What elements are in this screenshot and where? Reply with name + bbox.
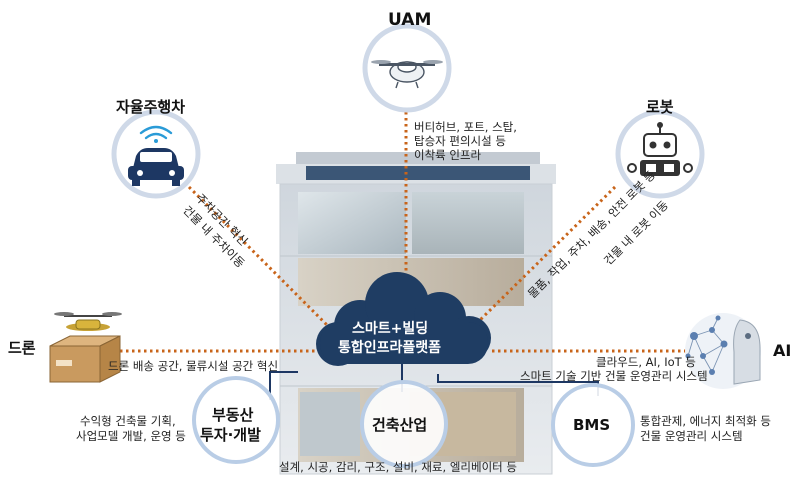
desc-uam-line3: 이착륙 인프라 [414,148,482,162]
uam-aircraft-icon [371,60,443,89]
desc-ai-line2: 스마트 기술 기반 건물 운영관리 시스템 [520,369,708,383]
autonomous-car-icon [128,125,184,186]
construction-circle [360,380,448,468]
title-ai: AI [773,341,792,360]
connector-robot [476,185,617,324]
connector-lines [120,112,686,353]
bms-title: BMS [573,416,611,434]
ai-robot-icon [685,313,761,389]
drone-package-icon [49,312,122,383]
cloud-platform [316,272,491,366]
realestate-title-line1: 부동산 [212,406,254,424]
desc-uam-line1: 버티허브, 포트, 스탑, [414,120,517,134]
center-title-line2: 통합인프라플랫폼 [338,340,442,356]
title-uam: UAM [388,10,432,30]
desc-uam-line2: 탑승자 편의시설 등 [414,134,506,148]
desc-drone: 드론 배송 공간, 물류시설 공간 혁신 [108,359,279,373]
desc-construction: 설계, 시공, 감리, 구조, 설비, 재료, 엘리베이터 등 [279,460,517,474]
title-robot: 로봇 [646,98,674,116]
desc-ai-line1: 클라우드, AI, IoT 등 [596,355,696,369]
center-title-line1: 스마트+빌딩 [352,321,429,337]
construction-title: 건축산업 [372,416,428,434]
desc-bms-line1: 통합관제, 에너지 최적화 등 [640,414,772,428]
connector-car [187,185,334,332]
realestate-title-line2: 투자·개발 [200,426,261,444]
title-autonomous-car: 자율주행차 [116,98,186,116]
robot-icon [627,122,693,176]
desc-realestate-line2: 사업모델 개발, 운영 등 [76,429,186,443]
desc-realestate-line1: 수익형 건축물 기획, [80,414,176,428]
title-drone: 드론 [8,339,36,357]
bottom-circles [192,376,635,468]
bms-circle [551,383,635,467]
desc-bms-line2: 건물 운영관리 시스템 [640,429,743,443]
realestate-circle [192,376,280,464]
